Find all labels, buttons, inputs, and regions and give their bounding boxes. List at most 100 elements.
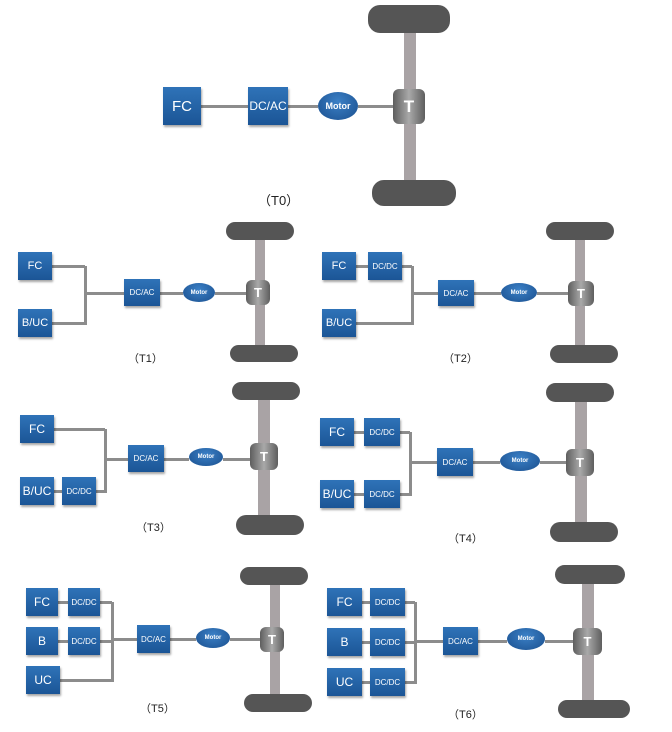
wheel-bottom (236, 515, 304, 535)
source-b-uc: B/UC (18, 309, 52, 337)
dc-ac-inverter: DC/AC (137, 625, 170, 653)
connection-line (288, 105, 318, 108)
source-fc: FC (20, 415, 54, 443)
connection-line (405, 601, 415, 604)
dc-dc-converter: DC/DC (68, 588, 100, 616)
connection-line (356, 322, 412, 325)
connection-line (201, 105, 248, 108)
topology-label: （T0） (258, 193, 300, 208)
motor: Motor (196, 628, 230, 648)
wheel-bottom (558, 700, 630, 718)
connection-line (100, 601, 112, 604)
connection-line (100, 640, 112, 643)
topology-label: （T4） (448, 533, 483, 545)
wheel-bottom (372, 180, 456, 206)
wheel-top (232, 382, 300, 400)
shaft-line (215, 291, 246, 295)
wheel-top (546, 222, 614, 240)
dc-ac-inverter: DC/AC (128, 445, 164, 472)
dc-bus-line (414, 602, 417, 684)
connection-line (160, 291, 183, 295)
connection-line (170, 638, 196, 641)
dc-dc-converter: DC/DC (368, 252, 402, 280)
motor: Motor (189, 448, 223, 466)
source-b-uc: B/UC (320, 480, 354, 508)
source-fc: FC (322, 252, 356, 280)
source-fc: FC (327, 588, 362, 616)
transmission: T (260, 627, 284, 652)
motor: Motor (183, 283, 215, 302)
dc-bus-line (84, 266, 87, 325)
dc-ac-inverter: DC/AC (438, 280, 474, 306)
connection-line (354, 493, 364, 496)
transmission: T (568, 281, 594, 306)
source-b: B (26, 627, 58, 655)
connection-line (402, 265, 412, 268)
dc-dc-converter: DC/DC (68, 627, 100, 655)
connection-line (54, 428, 105, 431)
transmission: T (246, 280, 270, 305)
dc-dc-converter: DC/DC (62, 477, 96, 505)
dc-bus-line (415, 640, 443, 643)
transmission: T (566, 449, 594, 476)
shaft-line (230, 638, 260, 641)
connection-line (60, 679, 112, 682)
wheel-bottom (550, 522, 618, 542)
motor: Motor (318, 92, 358, 120)
shaft-line (223, 457, 250, 461)
source-b-uc: B/UC (20, 477, 54, 505)
transmission: T (573, 628, 602, 655)
source-uc: UC (26, 666, 60, 694)
dc-dc-converter: DC/DC (370, 588, 405, 616)
topology-label: （T5） (140, 703, 175, 715)
shaft-line (358, 105, 393, 108)
topology-label: （T1） (128, 353, 163, 365)
source-fc: FC (320, 418, 354, 446)
connection-line (473, 461, 500, 464)
wheel-bottom (230, 345, 298, 362)
connection-line (474, 292, 501, 295)
connection-line (58, 601, 68, 604)
wheel-top (368, 5, 450, 33)
source-fc: FC (18, 252, 52, 280)
dc-ac-inverter: DC/AC (437, 448, 473, 476)
dc-bus-line (112, 638, 137, 641)
dc-bus-line (411, 266, 414, 325)
connection-line (164, 457, 189, 461)
connection-line (362, 601, 370, 604)
dc-ac-inverter: DC/AC (443, 627, 478, 655)
connection-line (356, 265, 368, 268)
source-fc: FC (26, 588, 58, 616)
wheel-top (226, 222, 294, 240)
topology-label: （T2） (443, 353, 478, 365)
connection-line (52, 265, 85, 268)
dc-bus-line (105, 457, 128, 461)
connection-line (400, 431, 410, 434)
source-uc: UC (327, 668, 362, 696)
motor: Motor (501, 283, 537, 302)
motor: Motor (507, 628, 545, 650)
connection-line (362, 641, 370, 644)
source-fc: FC (163, 87, 201, 125)
transmission: T (250, 443, 278, 470)
dc-bus-line (410, 461, 437, 464)
connection-line (354, 431, 364, 434)
dc-ac-inverter: DC/AC (124, 279, 160, 306)
dc-bus-line (412, 292, 438, 295)
shaft-line (540, 461, 566, 464)
connection-line (96, 490, 105, 493)
connection-line (405, 681, 415, 684)
wheel-bottom (550, 345, 618, 363)
connection-line (400, 493, 410, 496)
motor: Motor (500, 451, 540, 471)
connection-line (478, 640, 507, 643)
connection-line (405, 641, 415, 644)
dc-ac-inverter: DC/AC (248, 87, 288, 125)
connection-line (362, 681, 370, 684)
shaft-line (545, 640, 573, 643)
dc-dc-converter: DC/DC (370, 668, 405, 696)
connection-line (54, 490, 62, 493)
wheel-top (546, 383, 614, 402)
dc-bus-line (409, 432, 412, 496)
